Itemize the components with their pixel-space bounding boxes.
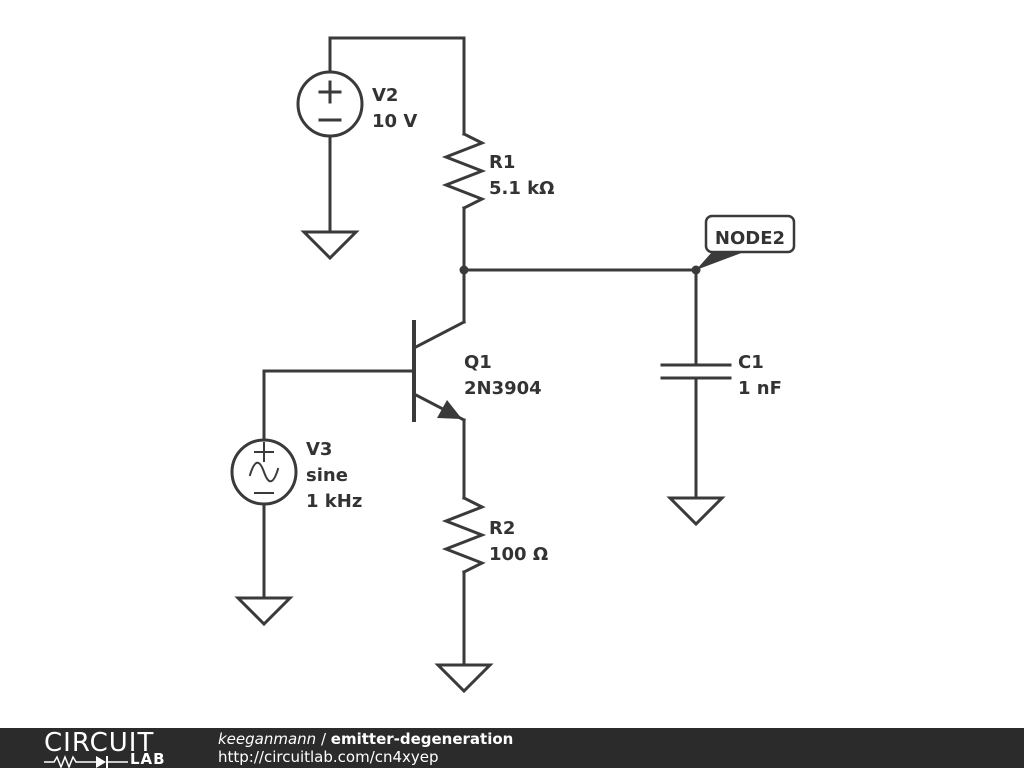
ground-c1-icon (666, 496, 726, 527)
v3-source[interactable] (230, 438, 298, 506)
wire-base (262, 369, 416, 442)
v2-source[interactable] (296, 70, 364, 138)
r2-resistor[interactable] (441, 495, 487, 575)
c1-capacitor[interactable] (660, 363, 732, 380)
title-separator: / (316, 730, 331, 748)
junction-dot (459, 265, 469, 275)
v2-name: V2 (372, 85, 398, 106)
logo-lab-text: LAB (130, 750, 166, 768)
c1-name: C1 (738, 352, 764, 373)
wire-top (328, 36, 466, 136)
circuit-schematic: V2 10 V R1 5.1 kΩ NODE2 Q1 2N3904 V3 sin… (230, 36, 796, 694)
v3-value: 1 kHz (306, 491, 362, 512)
r1-value: 5.1 kΩ (489, 178, 554, 199)
logo-circuit-text: CIRCUIT (44, 728, 155, 758)
author-link[interactable]: keeganmann (218, 730, 317, 748)
circuit-url[interactable]: http://circuitlab.com/cn4xyep (218, 748, 439, 766)
plus-icon (254, 442, 274, 462)
v3-type: sine (306, 465, 348, 486)
c1-value: 1 nF (738, 378, 782, 399)
q1-name: Q1 (464, 352, 492, 373)
sine-wave-icon (248, 461, 280, 483)
ground-v2-icon (300, 230, 360, 261)
circuit-meta: keeganmann / emitter-degeneration http:/… (218, 730, 513, 766)
ground-r2-icon (434, 663, 494, 694)
v3-name: V3 (306, 439, 332, 460)
wire-node2 (462, 268, 698, 367)
circuit-title-line: keeganmann / emitter-degeneration (218, 730, 513, 748)
r2-value: 100 Ω (489, 544, 548, 565)
ground-v3-icon (234, 596, 294, 627)
logo-resistor-diode-icon (44, 754, 128, 768)
r1-name: R1 (489, 152, 515, 173)
node2-text: NODE2 (715, 228, 785, 249)
v2-value: 10 V (372, 111, 417, 132)
r2-name: R2 (489, 518, 515, 539)
q1-value: 2N3904 (464, 378, 542, 399)
footer-bar: CIRCUIT LAB keeganmann / emitter-degener… (0, 728, 1024, 768)
q1-transistor[interactable] (411, 319, 467, 423)
circuit-title[interactable]: emitter-degeneration (330, 730, 514, 748)
plus-icon (318, 80, 342, 104)
r1-resistor[interactable] (441, 131, 487, 211)
emitter-arrow-icon (437, 400, 462, 419)
circuitlab-logo[interactable]: CIRCUIT LAB (44, 728, 184, 768)
node2-label[interactable]: NODE2 (696, 214, 796, 270)
